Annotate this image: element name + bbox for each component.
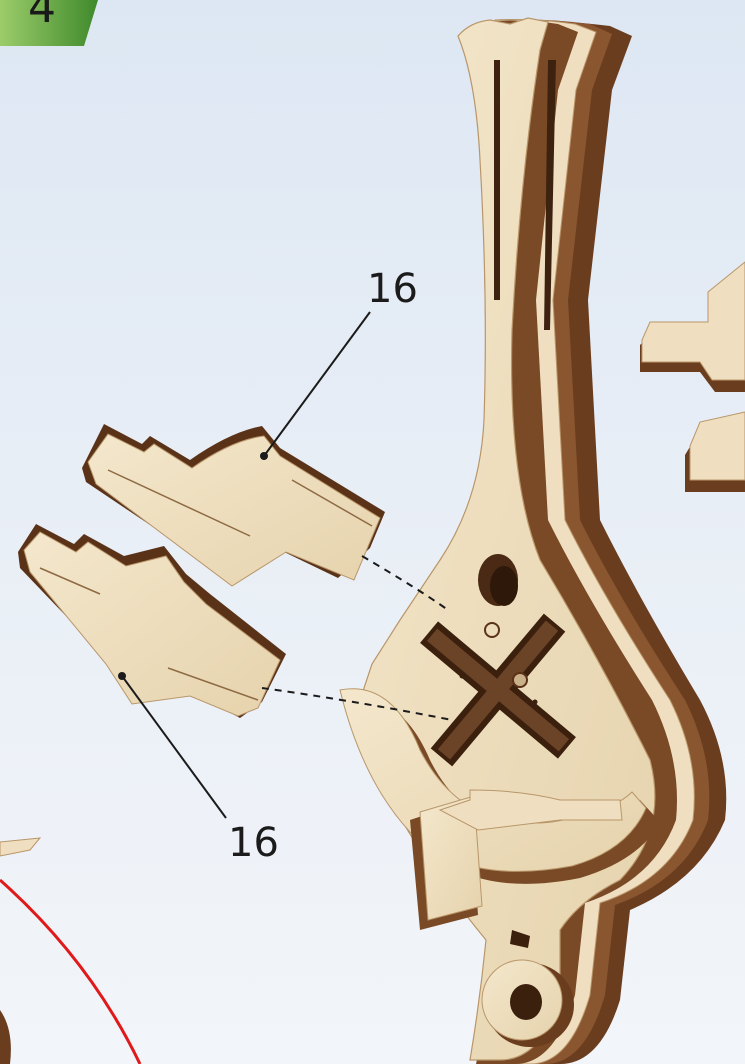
main-lever-part: [340, 18, 726, 1064]
red-guide-arc: [0, 880, 140, 1064]
callout-leader-top: [264, 312, 370, 456]
partial-wood-piece-right: [640, 262, 745, 492]
partial-wood-piece-left: [0, 838, 40, 856]
part-callout-label: 16: [367, 266, 418, 312]
step-number: 4: [28, 0, 56, 30]
step-badge: 4: [0, 0, 98, 46]
partial-wood-edge-left: [0, 1010, 11, 1064]
part-callout-label: 16: [228, 820, 279, 866]
